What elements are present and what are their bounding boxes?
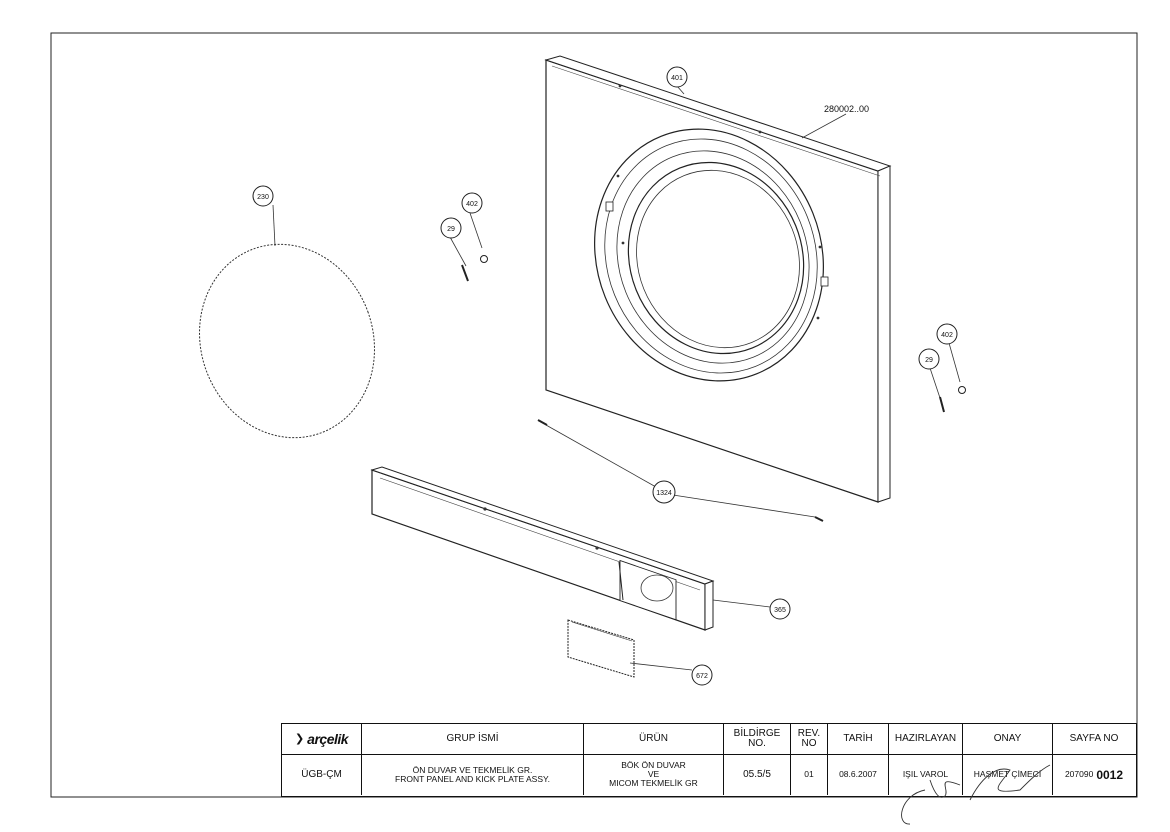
value-tarih: 08.6.2007 [828,754,889,795]
callout-29-left: 29 [447,226,455,233]
value-bildirge-no: 05.5/5 [724,754,791,795]
header-rev-line2: NO [801,738,817,749]
header-bildirge-line2: NO. [748,738,766,749]
grup-ismi-line2: FRONT PANEL AND KICK PLATE ASSY. [395,773,550,784]
brand-logo: arçelik [307,731,349,747]
logo-cell: ❯ arçelik [282,724,362,754]
header-sayfa-no: SAYFA NO [1069,733,1119,744]
sayfa-prefix: 207090 [1064,769,1094,779]
callout-402-right-circle [936,323,958,345]
callout-230: 230 [257,194,269,201]
urun-line2: VE [647,769,660,779]
callout-402-left-circle [461,192,483,214]
sayfa-number: 0012 [1096,767,1124,782]
value-hazirlayan: IŞIL VAROL [889,754,963,795]
signature-mark [901,764,1051,825]
callout-402-right: 402 [941,332,953,339]
callout-672: 672 [696,673,708,680]
value-sayfa-no: 207090 0012 [1053,754,1135,795]
grup-ismi-line1: ÖN DUVAR VE TEKMELİK GR. [412,764,533,775]
header-hazirlayan: HAZIRLAYAN [889,724,963,754]
callout-29-right: 29 [925,357,933,364]
callout-230-circle [252,185,274,207]
callout-1324-circle [652,480,676,504]
brand-mark-icon: ❯ [294,733,305,745]
header-rev-no: REV. NO [791,724,828,754]
value-urun: BÖK ÖN DUVAR VE MICOM TEKMELİK GR [584,754,724,795]
front-panel-part [544,55,892,503]
callout-401: 401 [671,75,683,82]
door-gasket-part [199,243,375,439]
urun-line1: BÖK ÖN DUVAR [621,760,686,770]
callout-29-right-circle [918,348,940,370]
display-cover-part [567,619,635,678]
callout-672-circle [691,664,713,686]
urun-line3: MICOM TEKMELİK GR [609,778,698,788]
header-bildirge-no: BİLDİRGE NO. [724,724,791,754]
callout-402-left: 402 [466,201,478,208]
value-rev-no: 01 [791,754,828,795]
value-grup-ismi: ÖN DUVAR VE TEKMELİK GR. FRONT PANEL AND… [362,754,584,795]
title-block: ❯ arçelik GRUP İSMİ ÜRÜN BİLDİRGE NO. RE… [281,723,1137,797]
header-tarih: TARİH [828,724,889,754]
kick-plate-part [370,466,715,631]
callout-401-circle [666,66,688,88]
callout-1324: 1324 [656,490,672,497]
header-onay: ONAY [963,724,1053,754]
header-grup-ismi: GRUP İSMİ [362,724,584,754]
title-block-header-row: ❯ arçelik GRUP İSMİ ÜRÜN BİLDİRGE NO. RE… [282,724,1136,755]
callout-365: 365 [774,607,786,614]
header-urun: ÜRÜN [584,724,724,754]
header-bildirge-line1: BİLDİRGE [733,728,781,739]
callout-29-left-circle [440,217,462,239]
value-code: ÜGB-ÇM [282,754,362,795]
callout-365-circle [769,598,791,620]
header-rev-line1: REV. [797,728,821,739]
part-code-label: 280002..00 [824,104,869,114]
sheet-border [50,32,1138,798]
